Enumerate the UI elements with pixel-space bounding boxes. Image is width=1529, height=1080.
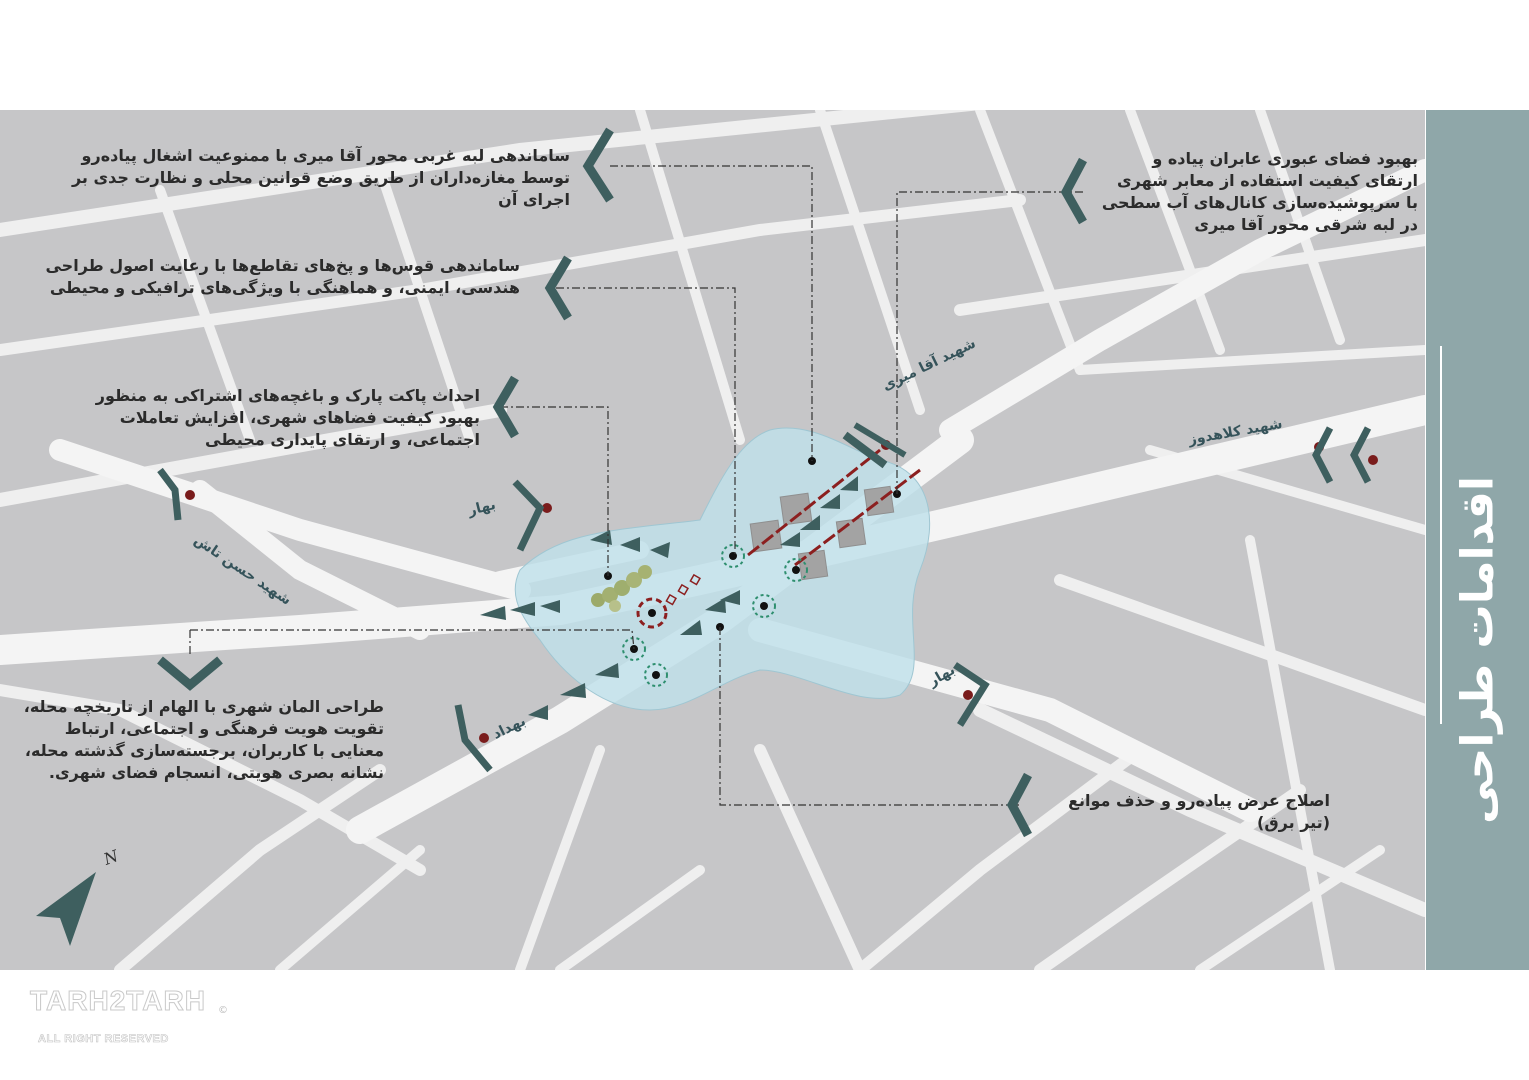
- pocket-park-trees: [591, 565, 652, 612]
- design-zone: [514, 427, 931, 711]
- node-circles: [622, 544, 808, 687]
- map-area[interactable]: [0, 110, 1425, 970]
- page-title: اقدامات طراحی: [1452, 476, 1503, 824]
- note-pocket-park: احداث پاکت پارک و باغچه‌های اشتراکی به م…: [95, 386, 480, 449]
- copyright-mark: ©: [218, 1005, 228, 1016]
- map-canvas: [0, 110, 1425, 970]
- note-west-edge: ساماندهی لبه غربی محور آقا میری با ممنوع…: [71, 146, 570, 209]
- minor-roads: [0, 110, 1425, 970]
- note-landmark: طراحی المان شهری با الهام از تاریخچه محل…: [23, 697, 384, 782]
- note-sidewalk-width: اصلاح عرض پیاده‌رو و حذف موانع (تیر برق): [1068, 791, 1330, 832]
- title-panel-text: اقدامات طراحی: [1426, 110, 1529, 970]
- note-intersections: ساماندهی قوس‌ها و پخ‌های تقاطع‌ها با رعا…: [45, 256, 520, 297]
- note-pedestrian-space: بهبود فضای عبوری عابران پیاده و ارتقای ک…: [1101, 149, 1418, 234]
- brand-logo: TARH2TARH ALL RIGHT RESERVED ©: [30, 985, 240, 1055]
- leader-endpoints: [604, 457, 901, 679]
- title-panel: [1426, 110, 1529, 970]
- north-arrow: [36, 872, 96, 946]
- aghamiri-axis-lines: [747, 448, 921, 567]
- title-divider-line: [1440, 346, 1442, 724]
- leader-lines: [189, 165, 1083, 806]
- chevrons: [157, 127, 1372, 838]
- logo-subtext: ALL RIGHT RESERVED: [38, 1033, 169, 1046]
- logo-text: TARH2TARH: [30, 985, 206, 1017]
- landmark-element: [636, 573, 701, 629]
- direction-triangles: [480, 476, 858, 720]
